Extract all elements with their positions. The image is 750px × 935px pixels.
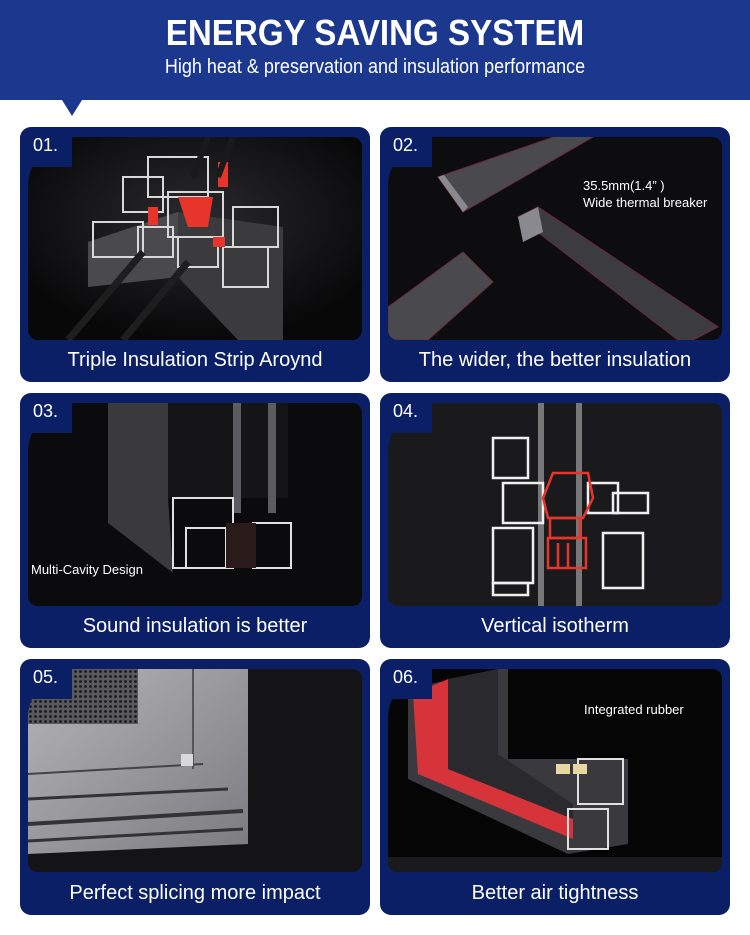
card-caption: The wider, the better insulation [418,349,692,371]
integrated-rubber-image [388,669,722,872]
card-number: 01. [33,135,59,155]
card-number: 06. [393,667,419,687]
thermal-breaker-image [388,137,722,340]
feature-card-02: 35.5mm(1.4” ) Wide thermal breaker 02. T… [380,127,730,382]
feature-card-01: 01. Triple Insulation Strip Aroynd [20,127,370,382]
card-caption: Perfect splicing more impact [69,882,321,904]
rubber-annotation: Integrated rubber [584,702,684,717]
card-caption: Better air tightness [471,882,639,904]
card-number: 04. [393,401,419,421]
feature-card-06: Integrated rubber 06. Better air tightne… [380,659,730,915]
feature-card-05: 05. Perfect splicing more impact [20,659,370,915]
profile-cross-section-image [28,137,362,340]
feature-card-04: 04. Vertical isotherm [380,393,730,648]
header-banner: ENERGY SAVING SYSTEM High heat & preserv… [0,0,750,100]
multi-cavity-image [28,403,362,606]
page-title: ENERGY SAVING SYSTEM [165,12,585,53]
frame-splicing-image [28,669,362,872]
card-caption: Vertical isotherm [481,615,629,637]
cavity-annotation: Multi-Cavity Design [31,562,143,577]
page-subtitle: High heat & preservation and insulation … [164,56,586,78]
isotherm-diagram-image [388,403,722,606]
card-caption: Triple Insulation Strip Aroynd [67,349,323,371]
card-number: 03. [33,401,59,421]
card-caption: Sound insulation is better [82,615,308,637]
header-pointer-triangle [62,100,82,116]
dimension-annotation: 35.5mm(1.4” ) Wide thermal breaker [583,178,708,210]
card-number: 02. [393,135,419,155]
card-number: 05. [33,667,59,687]
feature-card-03: Multi-Cavity Design 03. Sound insulation… [20,393,370,648]
